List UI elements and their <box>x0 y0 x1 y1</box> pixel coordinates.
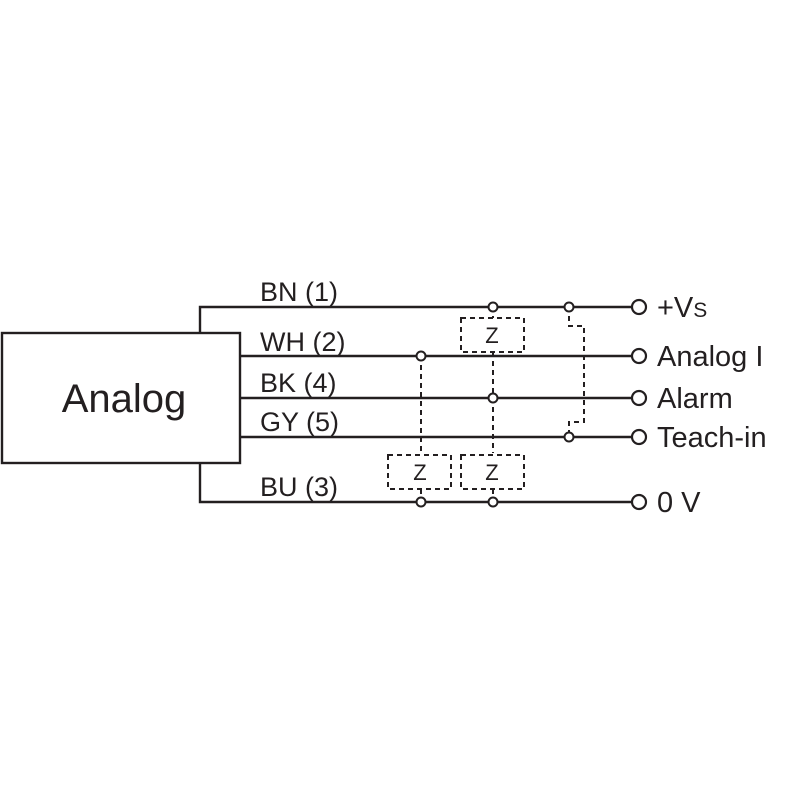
terminal-0v <box>630 493 648 511</box>
junction-node <box>487 301 499 313</box>
device-label: Analog <box>62 377 187 421</box>
junction-node <box>563 301 575 313</box>
terminal-teach-in <box>630 428 648 446</box>
load-box <box>460 454 525 490</box>
terminal-label-analog: Analog I <box>657 341 763 373</box>
wire-label-wh: WH (2) <box>260 327 345 357</box>
load-box <box>387 454 452 490</box>
terminal-label-teach-in: Teach-in <box>657 422 767 454</box>
dashed-teach-link <box>568 307 585 437</box>
terminal-label-alarm: Alarm <box>657 383 733 415</box>
terminal-alarm <box>630 389 648 407</box>
terminal-vs <box>630 298 648 316</box>
junction-node <box>563 431 575 443</box>
load-label: Z <box>413 460 426 485</box>
junction-node <box>415 496 427 508</box>
junction-node <box>415 350 427 362</box>
device-box <box>0 331 242 465</box>
junction-node <box>487 392 499 404</box>
terminal-label-0v: 0 V <box>657 487 701 519</box>
terminal-analog <box>630 347 648 365</box>
wire-label-bn: BN (1) <box>260 277 338 307</box>
load-box <box>460 317 525 353</box>
load-label: Z <box>485 460 498 485</box>
wire-label-bk: BK (4) <box>260 368 337 398</box>
junction-node <box>487 496 499 508</box>
wire-label-bu: BU (3) <box>260 472 338 502</box>
load-label: Z <box>485 323 498 348</box>
wire-label-gy: GY (5) <box>260 407 339 437</box>
terminal-label-vs: +VS <box>657 292 707 324</box>
